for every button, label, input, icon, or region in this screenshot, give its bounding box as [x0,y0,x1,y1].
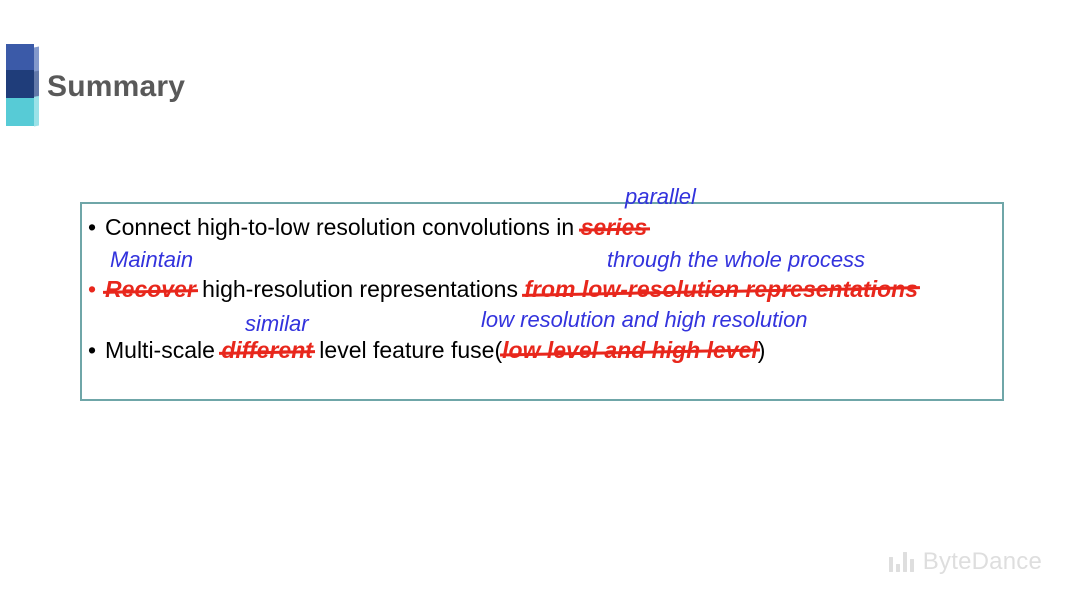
line-3-plain-text-a: Multi-scale [105,337,222,363]
corner-mark-segment-bottom [6,98,34,126]
line-3-plain-text-b: level feature fuse( [312,337,503,363]
line-2-plain-text: high-resolution representations [195,276,525,302]
bullet-icon: • [88,214,97,240]
corner-mark-segment-middle [6,70,34,98]
line-3-struck-phrase: low level and high level [502,337,758,363]
list-item-3-text: Multi-scale different level feature fuse… [105,339,765,362]
list-item-2-text: Recover high-resolution representations … [105,278,918,301]
brand-name: ByteDance [922,548,1042,575]
correction-low-and-high-resolution: low resolution and high resolution [481,307,808,332]
bar-chart-bar-4 [909,559,914,572]
list-item-bullet-3: • [88,339,96,362]
correction-maintain: Maintain [110,247,194,272]
line-1-struck-word: series [580,214,648,240]
content-box [80,202,1004,401]
correction-through-the-whole-process: through the whole process [607,247,866,272]
bar-chart-bar-2 [895,564,900,572]
brand-corner-mark-icon [6,44,39,127]
correction-parallel: parallel [625,184,696,209]
bytedance-watermark: ByteDance [888,548,1042,576]
bar-chart-bar-1 [888,557,893,572]
line-3-struck-word: different [221,337,313,363]
list-item-bullet-2: • [88,278,96,301]
line-1-plain-text: Connect high-to-low resolution convoluti… [105,214,581,240]
page-title: Summary [47,70,186,103]
bullet-icon: • [88,337,97,363]
corner-mark-edge [34,46,39,127]
correction-similar: similar [245,311,309,336]
line-3-plain-text-c: ) [757,337,766,363]
corner-mark-segment-top [6,44,34,70]
list-item-1-text: Connect high-to-low resolution convoluti… [105,216,647,239]
bullet-icon: • [88,276,97,302]
list-item-bullet-1: • [88,216,96,239]
line-2-struck-word: Recover [105,276,196,302]
bar-chart-bar-3 [902,552,907,572]
line-2-struck-phrase: from low-resolution representations [524,276,918,302]
bar-chart-icon [888,552,914,572]
